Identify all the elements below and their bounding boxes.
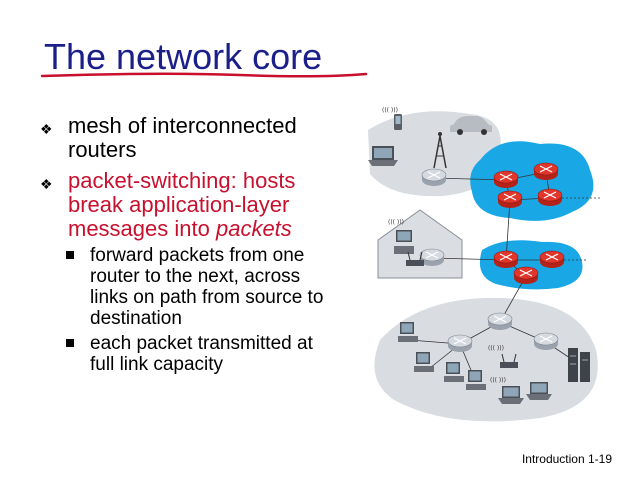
- desktop-icon: [398, 322, 418, 342]
- square-bullet-icon: [66, 251, 74, 259]
- slide-title: The network core: [44, 36, 323, 77]
- bullet-packet-switching: ❖ packet-switching: hosts break applicat…: [40, 169, 340, 241]
- svg-text:((( ))): ((( ))): [388, 219, 404, 226]
- phone-icon: [394, 114, 402, 130]
- router-icon: [537, 188, 563, 207]
- desktop-icon: [466, 370, 486, 390]
- laptop-icon: [368, 146, 398, 166]
- router-icon: [487, 312, 513, 331]
- bullet-packet-switching-text: packet-switching: hosts break applicatio…: [68, 168, 296, 241]
- diamond-bullet-icon: ❖: [40, 121, 53, 137]
- enterprise-network-area: [374, 297, 598, 422]
- wireless-ap-icon: [406, 251, 424, 266]
- desktop-icon: [394, 230, 414, 254]
- desktop-icon: [414, 352, 434, 372]
- desktop-icon: [444, 362, 464, 382]
- diamond-bullet-icon: ❖: [40, 176, 53, 192]
- router-icon: [421, 168, 447, 187]
- square-bullet-icon: [66, 339, 74, 347]
- router-icon: [513, 266, 539, 285]
- bullet-list: ❖ mesh of interconnected routers ❖ packe…: [40, 114, 340, 379]
- sub-bullet-capacity-text: each packet transmitted at full link cap…: [90, 333, 313, 375]
- cell-tower-icon: [433, 132, 447, 169]
- bullet-mesh-text: mesh of interconnected routers: [68, 113, 297, 162]
- packets-emphasis: packets: [215, 216, 292, 241]
- router-icon: [533, 332, 559, 351]
- router-icon: [493, 250, 519, 269]
- sub-bullet-forward-text: forward packets from one router to the n…: [90, 245, 324, 329]
- router-icon: [447, 334, 473, 353]
- laptop-icon: [498, 386, 524, 404]
- sub-bullet-forward: forward packets from one router to the n…: [66, 245, 340, 329]
- router-icon: [533, 162, 559, 181]
- wireless-ap-icon: [500, 353, 518, 368]
- svg-text:((( ))): ((( ))): [382, 107, 398, 114]
- network-diagram: ((( ))) ((( ))) ((( ))) ((( ))): [368, 107, 600, 422]
- sub-bullet-list: forward packets from one router to the n…: [66, 245, 340, 375]
- server-icon: [568, 348, 590, 382]
- mobile-network-area: [368, 111, 501, 197]
- title-underline: [40, 72, 368, 78]
- router-icon: [539, 250, 565, 269]
- slide-footer: Introduction 1-19: [521, 452, 612, 466]
- bullet-mesh: ❖ mesh of interconnected routers: [40, 114, 340, 162]
- router-icon: [497, 190, 523, 209]
- isp-cloud: [470, 141, 594, 221]
- sub-bullet-capacity: each packet transmitted at full link cap…: [66, 333, 340, 375]
- svg-text:((( ))): ((( ))): [488, 345, 504, 352]
- svg-text:((( ))): ((( ))): [490, 377, 506, 384]
- router-icon: [493, 170, 519, 189]
- laptop-icon: [526, 382, 552, 400]
- car-icon: [450, 116, 492, 135]
